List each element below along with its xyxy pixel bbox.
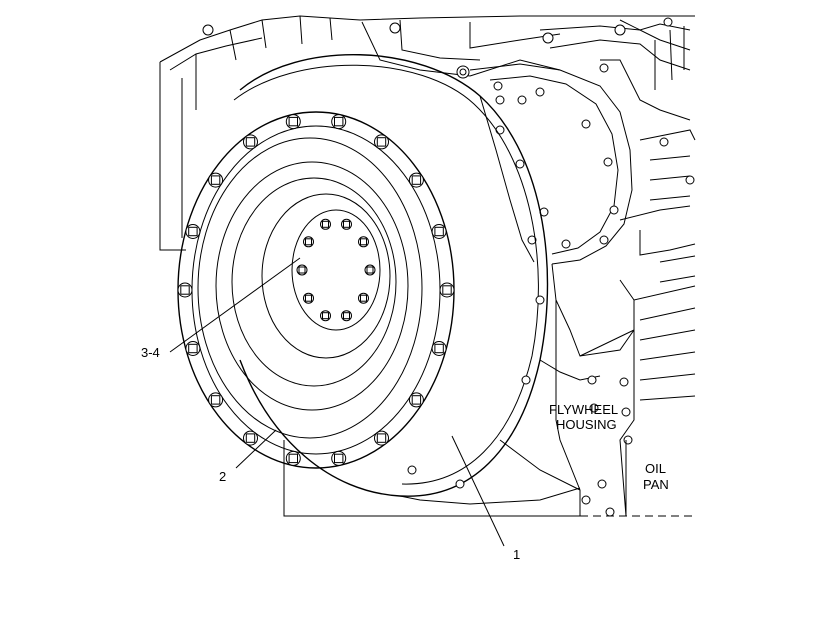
base-line: [283, 440, 580, 517]
flywheel-bolt-head: [334, 116, 344, 127]
flywheel-bolt-head: [245, 433, 256, 443]
flywheel-bolt-head: [188, 343, 198, 354]
crank-bolt-head: [360, 294, 367, 302]
flywheel-bolt-head: [188, 226, 198, 237]
crank-bolt-head: [343, 312, 350, 320]
flywheel-bolt-head: [376, 137, 387, 147]
flywheel-bolt-head: [245, 137, 256, 147]
flywheel-bolt-head: [180, 285, 190, 295]
flywheel-mounting-bolts: [177, 114, 455, 466]
flywheel-bolt-head: [288, 116, 299, 127]
callout-3-4: 3-4: [141, 345, 160, 360]
crank-bolt-head: [298, 266, 306, 274]
flywheel-bolt-head: [210, 175, 221, 185]
oil-pan-label-line2: PAN: [643, 477, 669, 492]
flywheel-housing-label-line2: HOUSING: [556, 417, 617, 432]
flywheel-bolt-head: [210, 395, 221, 405]
flywheel-bolt-head: [434, 226, 444, 237]
flywheel-bolt-head: [442, 285, 452, 295]
leader-line-3-4: [169, 257, 301, 353]
flywheel: [177, 111, 455, 469]
crank-bolt-head: [360, 238, 367, 246]
flywheel-bolt-head: [434, 343, 444, 354]
leader-line-1: [451, 435, 505, 547]
flywheel-bolt-head: [376, 433, 387, 443]
crank-bolt-head: [343, 220, 350, 228]
crankshaft-bolts: [296, 218, 376, 322]
oil-pan-label-line1: OIL: [645, 461, 666, 476]
flywheel-bolt-head: [411, 175, 422, 185]
oil-pan: [579, 285, 696, 516]
crank-bolt-head: [322, 220, 329, 228]
leader-line-2: [235, 429, 277, 469]
flywheel-bolt-head: [288, 453, 299, 464]
flywheel-housing: [233, 53, 635, 517]
engine-block: [159, 15, 696, 283]
flywheel-bolt-head: [411, 395, 422, 405]
flywheel-housing-label-line1: FLYWHEEL: [549, 402, 618, 417]
callout-1: 1: [513, 547, 520, 562]
crank-bolt-head: [305, 294, 312, 302]
starter-motor: [469, 63, 635, 357]
crank-bolt-head: [366, 266, 374, 274]
callout-2: 2: [219, 469, 226, 484]
crank-bolt-head: [322, 312, 329, 320]
flywheel-bolt-head: [334, 453, 344, 464]
crank-bolt-head: [305, 238, 312, 246]
